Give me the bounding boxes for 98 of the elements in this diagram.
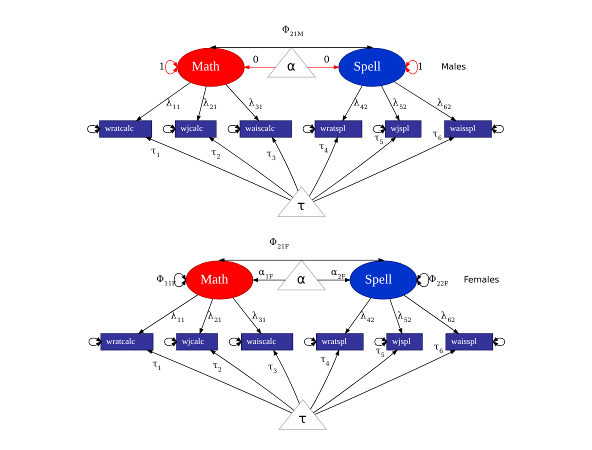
edge-label: τ$_{1}$	[150, 146, 160, 160]
node-box: wratcalc	[100, 333, 153, 350]
node-box: wratspl	[314, 120, 362, 138]
edge-label: 1	[416, 62, 423, 73]
arrow	[144, 136, 290, 200]
edge-label: λ$_{62}$	[440, 310, 455, 324]
arrow	[403, 294, 459, 334]
arrow	[272, 350, 300, 404]
arrow	[173, 273, 186, 288]
node-box: wjspl	[384, 120, 421, 138]
node-box: wjcalc	[176, 333, 218, 350]
edge-label: τ$_{2}$	[210, 147, 220, 161]
arrow	[389, 298, 402, 334]
edge-label: α$_{1F}$	[258, 266, 273, 280]
node-box: wratcalc	[98, 120, 152, 138]
arrow	[271, 136, 298, 192]
edge-label: 0	[323, 54, 330, 66]
edge-label: λ$_{31}$	[251, 310, 266, 324]
label: Males	[440, 62, 466, 72]
arrow	[86, 124, 100, 134]
node-box: wjspl	[386, 333, 422, 350]
edge-label: λ$_{42}$	[353, 98, 368, 112]
node-box: waisspl	[445, 333, 493, 350]
node-box: wratspl	[316, 333, 364, 350]
edge-label: τ$_{4}$	[318, 141, 328, 155]
edge-label: 0	[252, 54, 258, 66]
edge-label: 1	[158, 62, 164, 73]
arrow	[209, 350, 294, 411]
edge-label: Φ$_{21F}$	[268, 237, 289, 251]
arrow	[199, 298, 213, 334]
edge-label: λ$_{62}$	[436, 98, 451, 112]
arrow	[225, 84, 259, 122]
edge-label: τ$_{1}$	[152, 358, 162, 372]
node-ellipse: Spell	[338, 48, 406, 87]
arrow	[304, 337, 316, 347]
edge-label: τ$_{3}$	[266, 148, 276, 162]
arrow	[492, 337, 505, 347]
edge-label: λ$_{11}$	[165, 98, 180, 112]
arrow	[342, 85, 362, 122]
arrow	[209, 45, 373, 50]
arrow	[242, 65, 276, 70]
arrow	[162, 124, 176, 134]
arrow	[302, 124, 315, 134]
arrow	[164, 60, 178, 74]
edge-label: λ$_{31}$	[248, 98, 262, 112]
edge-label: λ$_{42}$	[360, 310, 374, 324]
edge-label: τ$_{3}$	[268, 361, 277, 375]
edge-label: τ$_{5}$	[374, 132, 383, 146]
edge-label: λ$_{21}$	[207, 310, 222, 324]
node-ellipse: Math	[176, 48, 244, 87]
arrow	[252, 278, 286, 282]
arrow	[88, 337, 102, 346]
edge-label: τ$_{6}$	[434, 341, 443, 355]
arrow	[316, 278, 350, 282]
arrow	[227, 124, 240, 134]
arrow	[164, 337, 177, 346]
node-box: waiscalc	[239, 120, 292, 138]
arrow	[312, 350, 398, 414]
edge-label: λ$_{52}$	[396, 310, 411, 324]
node-box: wjcalc	[174, 120, 216, 138]
edge-label: Φ$_{11F}$	[156, 274, 176, 288]
arrow	[404, 60, 418, 74]
edge-label: Φ$_{22F}$	[428, 274, 448, 288]
arrow	[218, 258, 384, 262]
node-box: waiscalc	[240, 333, 293, 350]
arrow	[308, 136, 338, 197]
arrow	[196, 86, 206, 122]
arrow	[312, 136, 454, 202]
arrow	[416, 273, 429, 288]
arrow	[310, 349, 339, 410]
edge-label: τ$_{2}$	[212, 360, 222, 374]
arrow	[146, 350, 292, 414]
arrow	[380, 85, 400, 122]
node-ellipse: Math	[185, 260, 253, 300]
edge-label: α$_{2F}$	[330, 266, 346, 280]
arrow	[311, 136, 396, 200]
arrow	[137, 294, 198, 334]
edge-label: τ$_{4}$	[320, 354, 330, 368]
arrow	[372, 124, 386, 134]
node-box: waisspl	[444, 120, 492, 138]
edge-label: λ$_{11}$	[170, 310, 184, 324]
arrow	[135, 82, 190, 122]
arrow	[393, 81, 456, 122]
edge-label: λ$_{21}$	[202, 98, 217, 112]
edge-label: τ$_{5}$	[375, 345, 384, 359]
edge-label: τ$_{6}$	[432, 128, 442, 142]
arrow	[374, 337, 388, 346]
arrow	[228, 337, 242, 346]
edge-label: Φ$_{21M}$	[281, 24, 304, 38]
arrow	[232, 298, 262, 334]
arrow	[208, 136, 292, 198]
arrow	[306, 65, 340, 70]
arrow	[314, 350, 456, 415]
arrow	[344, 298, 371, 334]
arrow	[490, 124, 504, 134]
label: Females	[463, 275, 499, 286]
node-ellipse: Spell	[349, 260, 417, 300]
edge-label: λ$_{52}$	[392, 98, 406, 112]
